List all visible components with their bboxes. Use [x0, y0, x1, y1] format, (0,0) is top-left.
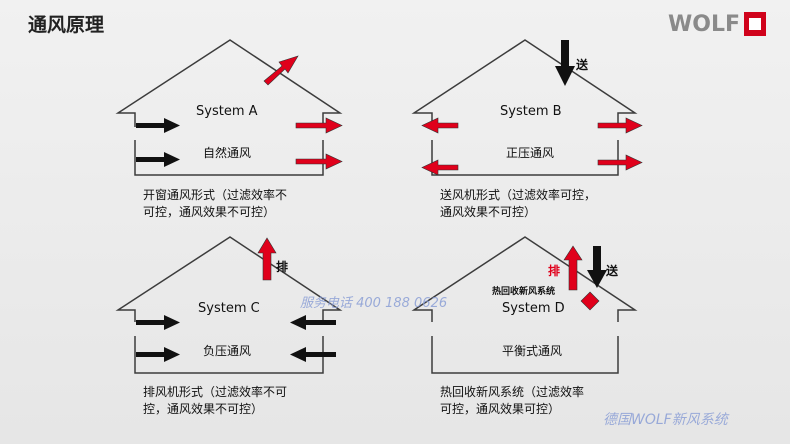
logo-wordmark: WOLF	[668, 12, 741, 37]
system-d-mode: 平衡式通风	[502, 344, 563, 358]
house-a	[115, 39, 343, 176]
system-c-label: System C	[198, 301, 260, 316]
wolf-logo: WOLF	[668, 12, 778, 38]
house-c-exhaust-arrow	[257, 237, 277, 281]
house-c-inflow-left-1	[136, 315, 180, 330]
house-c-inflow-left-2	[136, 347, 180, 362]
house-b	[411, 39, 643, 176]
phone-watermark: 服务电话 400 188 0626	[300, 296, 448, 311]
house-c	[115, 236, 343, 374]
system-d-caption-line2: 可控，通风效果可控）	[440, 402, 561, 416]
house-b-outflow-right-1	[597, 117, 643, 134]
house-d-heat-recovery-unit-icon	[580, 291, 600, 311]
house-a-walls	[134, 140, 324, 176]
system-d-label: System D	[502, 301, 565, 316]
house-b-outflow-right-2	[597, 154, 643, 171]
system-a-caption-line2: 可控，通风效果不可控）	[143, 205, 276, 219]
house-c-inflow-right-1	[290, 315, 336, 330]
house-d-walls	[431, 336, 619, 374]
house-a-outflow-arrow-2	[295, 153, 343, 170]
house-d-supply-arrow	[587, 246, 607, 288]
house-a-roof-vent-arrow	[263, 55, 299, 86]
system-b-label: System B	[500, 104, 562, 119]
system-c-caption-line1: 排风机形式（过滤效率不可	[143, 385, 288, 399]
system-d-supply-label: 送	[606, 264, 619, 278]
house-d	[411, 236, 638, 374]
house-c-inflow-right-2	[290, 347, 336, 362]
house-a-inflow-arrow-1	[136, 118, 180, 133]
house-a-outflow-arrow-1	[295, 117, 343, 134]
system-b-mode: 正压通风	[506, 146, 555, 160]
system-c-exhaust-label: 排	[276, 260, 289, 274]
house-b-outflow-left-1	[421, 117, 459, 134]
system-c-mode: 负压通风	[203, 344, 252, 358]
house-a-inflow-arrow-2	[136, 152, 180, 167]
house-d-outline	[411, 236, 638, 322]
house-a-outline	[115, 39, 343, 127]
brand-watermark: 德国WOLF新风系统	[603, 412, 728, 428]
system-b-caption-line1: 送风机形式（过滤效率可控，	[440, 188, 597, 202]
house-b-outline	[411, 39, 638, 127]
house-c-outline	[115, 236, 343, 322]
system-b-caption-line2: 通风效果不可控）	[440, 205, 537, 219]
logo-mark-icon	[744, 12, 766, 36]
system-a-caption-line1: 开窗通风形式（过滤效率不	[143, 188, 288, 202]
system-c-caption-line2: 控，通风效果不可控）	[143, 402, 264, 416]
system-d-unit-label: 热回收新风系统	[492, 287, 556, 297]
house-b-outflow-left-2	[421, 159, 459, 176]
house-b-walls	[431, 140, 619, 176]
system-d-caption-line1: 热回收新风系统（过滤效率	[440, 385, 585, 399]
system-a-label: System A	[196, 104, 258, 119]
house-b-supply-arrow	[555, 40, 575, 86]
house-d-exhaust-arrow	[563, 245, 583, 291]
page-title: 通风原理	[28, 14, 105, 36]
system-d-exhaust-label: 排	[548, 264, 561, 278]
system-b-supply-label: 送	[576, 58, 589, 72]
system-a-mode: 自然通风	[203, 146, 252, 160]
